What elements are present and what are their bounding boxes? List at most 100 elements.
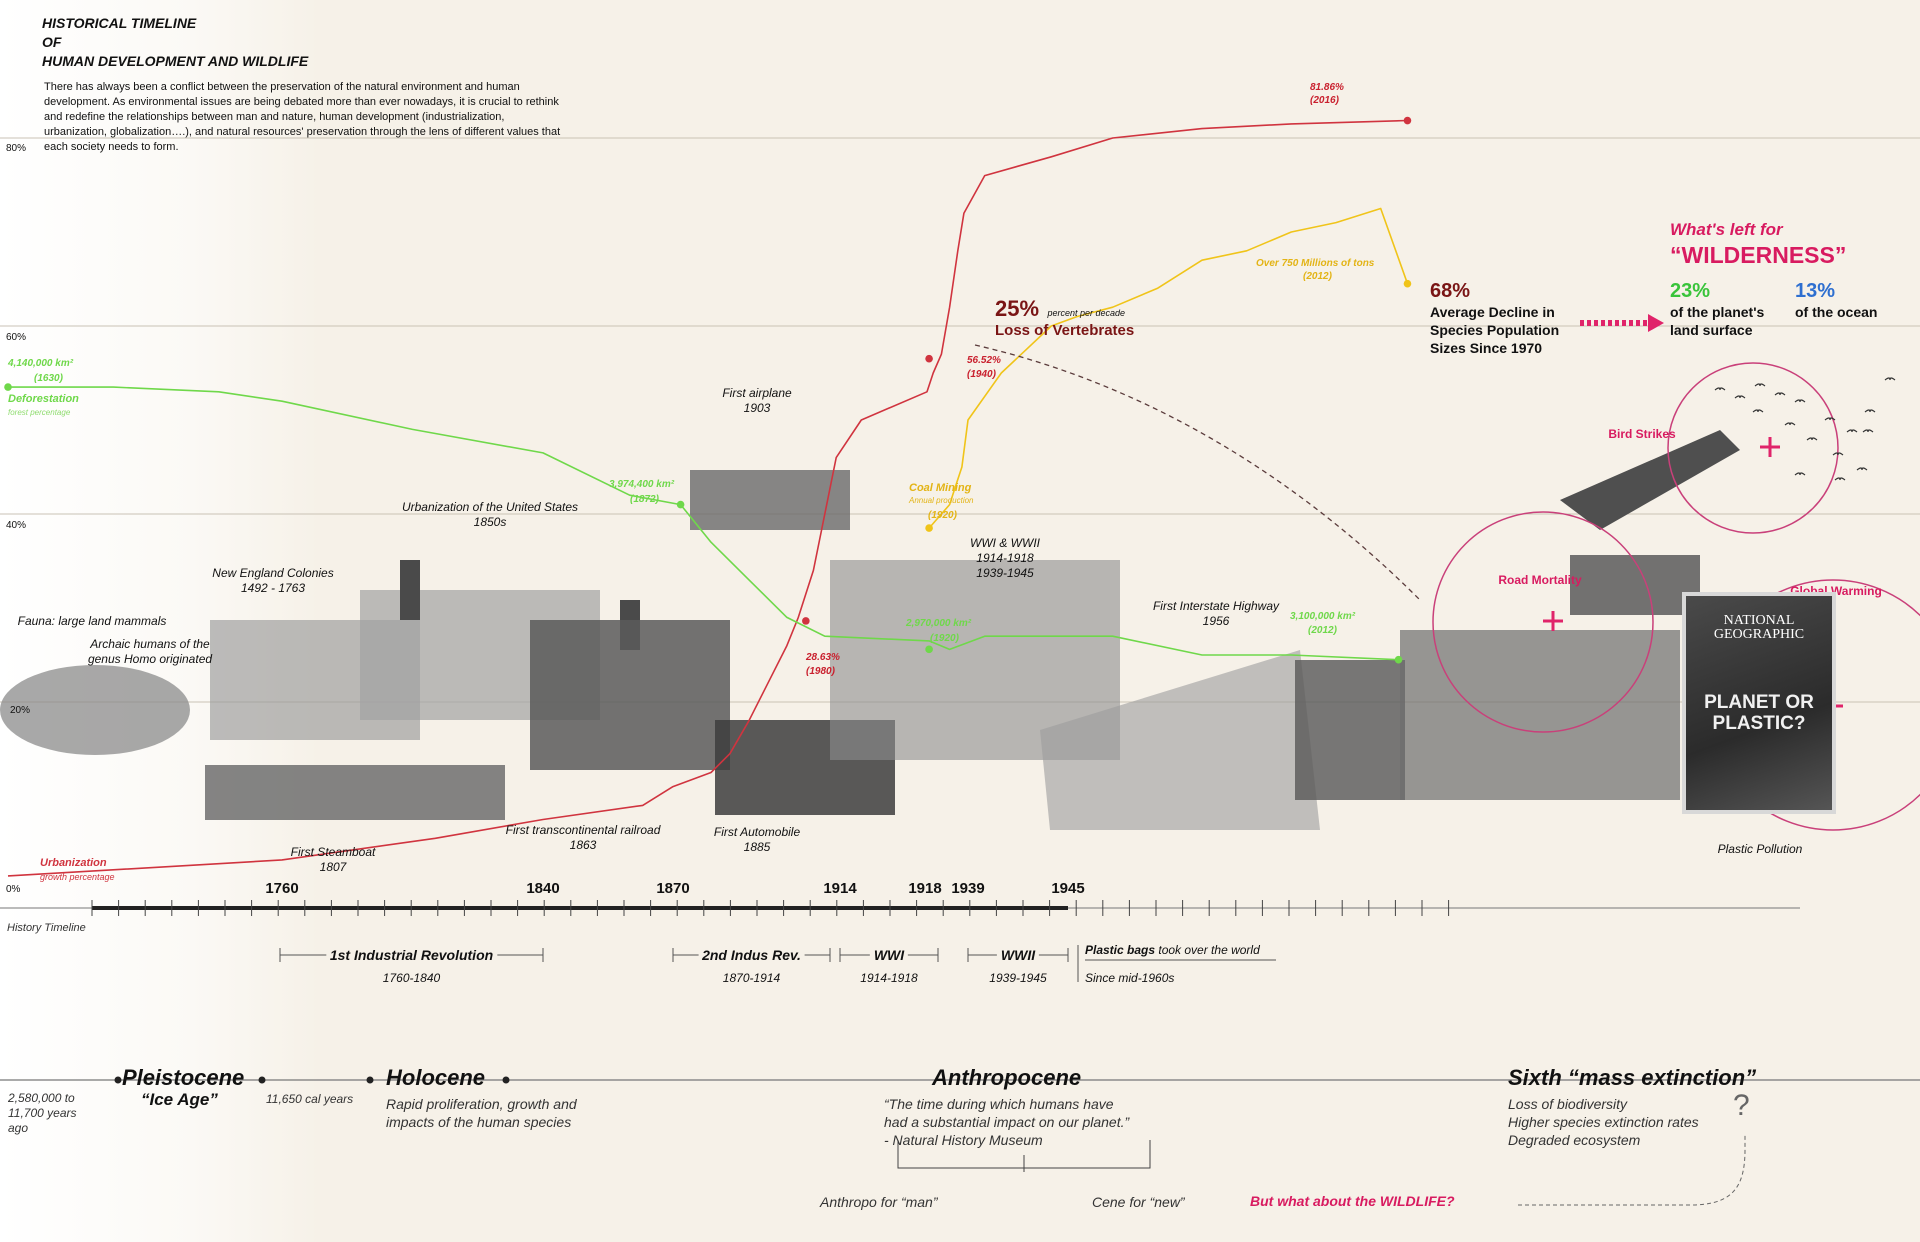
series-point-2-1 bbox=[1403, 279, 1412, 288]
coal-ann-1920: (1920) bbox=[928, 510, 957, 521]
series-point-0-0 bbox=[802, 617, 810, 625]
period-name-2: WWI bbox=[869, 947, 909, 963]
land-line-2: land surface bbox=[1670, 322, 1753, 338]
magazine-cover: NATIONAL GEOGRAPHIC PLANET OR PLASTIC? bbox=[1682, 592, 1836, 814]
sixth-desc-3: Degraded ecosystem bbox=[1508, 1132, 1641, 1148]
road-mortality-circle bbox=[1432, 511, 1654, 733]
y-tick-20: 20% bbox=[10, 705, 31, 716]
sixth-extinction-title: Sixth “mass extinction” bbox=[1508, 1065, 1757, 1090]
x-tick-1914: 1914 bbox=[823, 880, 857, 897]
pleistocene-range-1: 2,580,000 to bbox=[8, 1091, 75, 1105]
era-dot-1 bbox=[258, 1076, 266, 1084]
bird-icon-7 bbox=[1864, 409, 1876, 413]
anthropocene-quote-3: - Natural History Museum bbox=[884, 1132, 1043, 1148]
urbanization-label: Urbanization bbox=[40, 857, 107, 869]
series-point-1-1 bbox=[676, 500, 685, 509]
era-dot-2 bbox=[366, 1076, 374, 1084]
urban-ann-1940: 56.52% bbox=[967, 355, 1001, 366]
event-label-3-line-1: 1850s bbox=[473, 515, 507, 529]
series-point-1-2 bbox=[925, 645, 933, 654]
decline-line-3: Sizes Since 1970 bbox=[1430, 340, 1543, 356]
city-photo-2 bbox=[1400, 630, 1680, 800]
event-label-12-line-0: Road Mortality bbox=[1498, 573, 1582, 587]
period-name-1: 2nd Indus Rev. bbox=[698, 947, 805, 963]
bird-icon-3 bbox=[1774, 392, 1786, 396]
land-value: 23% bbox=[1670, 280, 1711, 302]
forest-ann-1920-year: (1920) bbox=[930, 633, 959, 644]
sixth-desc-2: Higher species extinction rates bbox=[1508, 1114, 1699, 1130]
anthropocene-title: Anthropocene bbox=[932, 1065, 1082, 1090]
ocean-value: 13% bbox=[1795, 280, 1836, 302]
event-label-8-line-0: First transcontinental railroad bbox=[505, 823, 661, 837]
anthropo-meaning: Anthropo for “man” bbox=[820, 1194, 938, 1210]
y-tick-40: 40% bbox=[6, 520, 27, 531]
ocean-callout: 13% of the ocean bbox=[1795, 280, 1877, 321]
bird-icon-2 bbox=[1754, 383, 1766, 387]
event-label-8-line-1: 1863 bbox=[569, 838, 597, 852]
title-line-2: OF bbox=[42, 34, 62, 50]
mammals-photo bbox=[0, 665, 190, 755]
x-tick-1939: 1939 bbox=[951, 880, 985, 897]
title-line-3: HUMAN DEVELOPMENT AND WILDLIFE bbox=[42, 53, 309, 69]
overpass-photo bbox=[1570, 555, 1700, 615]
series-line-coal-mining bbox=[928, 207, 1409, 529]
bird-icon-5 bbox=[1824, 417, 1836, 421]
bird-icon-14 bbox=[1794, 472, 1806, 476]
series-point-1-0 bbox=[4, 383, 12, 391]
plastic-heading-rest: took over the world bbox=[1155, 943, 1260, 957]
coal-ann-2012: Over 750 Millions of tons bbox=[1256, 258, 1375, 269]
plastic-heading: Plastic bags took over the world bbox=[1085, 943, 1260, 957]
event-label-5-line-2: 1939-1945 bbox=[976, 566, 1034, 580]
magazine-brand: NATIONAL GEOGRAPHIC bbox=[1686, 614, 1832, 642]
x-tick-1870: 1870 bbox=[656, 880, 690, 897]
magazine-cover-2: PLASTIC? bbox=[1712, 713, 1806, 734]
holocene-desc-2: impacts of the human species bbox=[386, 1114, 572, 1130]
event-label-5-line-0: WWI & WWII bbox=[970, 536, 1040, 550]
forest-ann-1872: 3,974,400 km² bbox=[609, 479, 675, 490]
wilderness-heading-1: What's left for bbox=[1670, 220, 1783, 239]
wildlife-question: But what about the WILDLIFE? bbox=[1250, 1193, 1455, 1209]
bird-icon-0 bbox=[1714, 387, 1726, 391]
pleistocene-title: Pleistocene bbox=[122, 1065, 245, 1090]
deforestation-sub: forest percentage bbox=[8, 408, 71, 417]
event-label-5-line-1: 1914-1918 bbox=[976, 551, 1034, 565]
arrow-head-icon bbox=[1648, 314, 1664, 332]
forest-ann-2012-year: (2012) bbox=[1308, 625, 1337, 636]
vertebrates-callout: 25% percent per decade Loss of Vertebrat… bbox=[995, 296, 1134, 339]
steamboat-photo bbox=[205, 765, 505, 820]
vertebrates-note: percent per decade bbox=[1047, 308, 1126, 318]
event-label-0-line-0: Fauna: large land mammals bbox=[17, 614, 167, 628]
event-label-1-line-0: Archaic humans of the bbox=[90, 637, 210, 651]
decline-line-1: Average Decline in bbox=[1430, 304, 1555, 320]
y-tick-0: 0% bbox=[6, 884, 21, 895]
x-tick-1945: 1945 bbox=[1051, 880, 1085, 897]
deforestation-label: Deforestation bbox=[8, 393, 79, 405]
period-name-3: WWII bbox=[996, 947, 1040, 963]
forest-ann-1630: 4,140,000 km² bbox=[8, 358, 74, 369]
bird-icon-11 bbox=[1806, 437, 1818, 441]
event-label-7-line-0: First Steamboat bbox=[290, 845, 376, 859]
intro-paragraph: There has always been a conflict between… bbox=[44, 81, 561, 153]
urban-ann-1980-year: (1980) bbox=[806, 666, 835, 677]
plastic-sub: Since mid-1960s bbox=[1085, 971, 1175, 985]
question-mark-icon: ? bbox=[1733, 1089, 1750, 1122]
coal-label: Coal Mining bbox=[909, 482, 972, 494]
series-point-2-0 bbox=[925, 524, 933, 532]
plastic-heading-bold: Plastic bags bbox=[1085, 943, 1156, 957]
sixth-desc-1: Loss of biodiversity bbox=[1508, 1096, 1628, 1112]
event-label-2-line-0: New England Colonies bbox=[212, 566, 334, 580]
coal-sub: Annual production bbox=[909, 496, 974, 505]
ocean-line-1: of the ocean bbox=[1795, 304, 1878, 320]
urban-ann-2016-year: (2016) bbox=[1310, 95, 1339, 106]
history-axis-layer bbox=[0, 900, 1800, 982]
event-label-11: Bird Strikes bbox=[1608, 427, 1675, 442]
event-label-11-line-0: Bird Strikes bbox=[1608, 427, 1676, 441]
bird-icon-15 bbox=[1834, 477, 1846, 481]
vertebrates-label: Loss of Vertebrates bbox=[995, 322, 1135, 339]
